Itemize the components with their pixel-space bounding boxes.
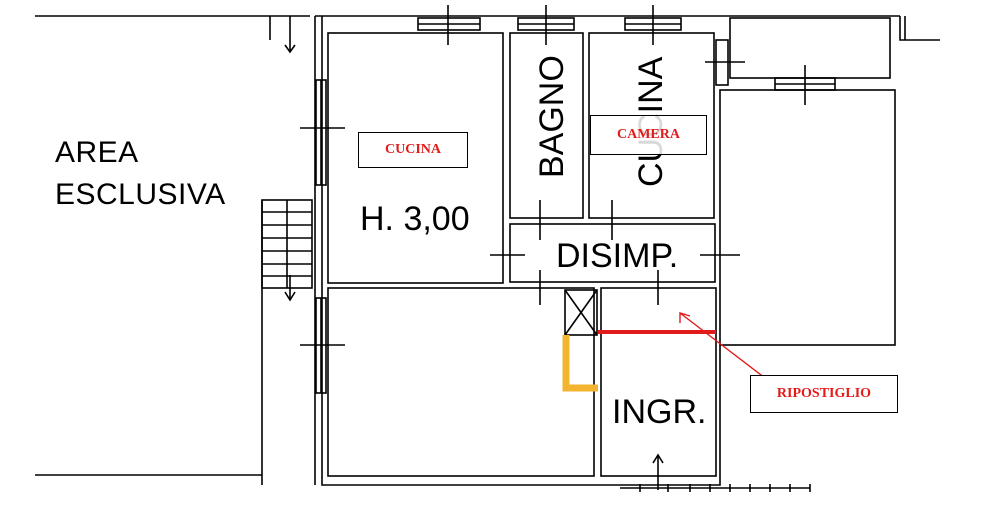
- room-camera: [588, 32, 715, 219]
- yellow-highlight-wall: [562, 335, 598, 392]
- height-label: H. 3,00: [360, 200, 470, 238]
- room-ingr: [600, 287, 717, 477]
- door-marks: [490, 200, 740, 305]
- area-esclusiva-label-line2: ESCLUSIVA: [55, 178, 226, 211]
- disimp-label: DISIMP.: [556, 237, 679, 275]
- ripostiglio-pointer: [679, 312, 766, 379]
- cucina-tag: CUCINA: [358, 132, 468, 168]
- staircase: [261, 199, 313, 289]
- shaft: [564, 289, 598, 336]
- entry-arrows: [269, 16, 664, 490]
- bagno-label: BAGNO: [533, 55, 571, 178]
- area-esclusiva-label-line1: AREA: [55, 136, 139, 169]
- bottom-ticks: [620, 484, 811, 492]
- room-right: [719, 89, 896, 346]
- ripostiglio-tag: RIPOSTIGLIO: [750, 375, 898, 413]
- ingr-label: INGR.: [612, 393, 707, 431]
- room-top-right: [729, 17, 891, 79]
- windows: [300, 5, 836, 394]
- camera-tag: CAMERA: [590, 115, 707, 155]
- room-cucina: [327, 32, 504, 284]
- room-living: [327, 287, 595, 477]
